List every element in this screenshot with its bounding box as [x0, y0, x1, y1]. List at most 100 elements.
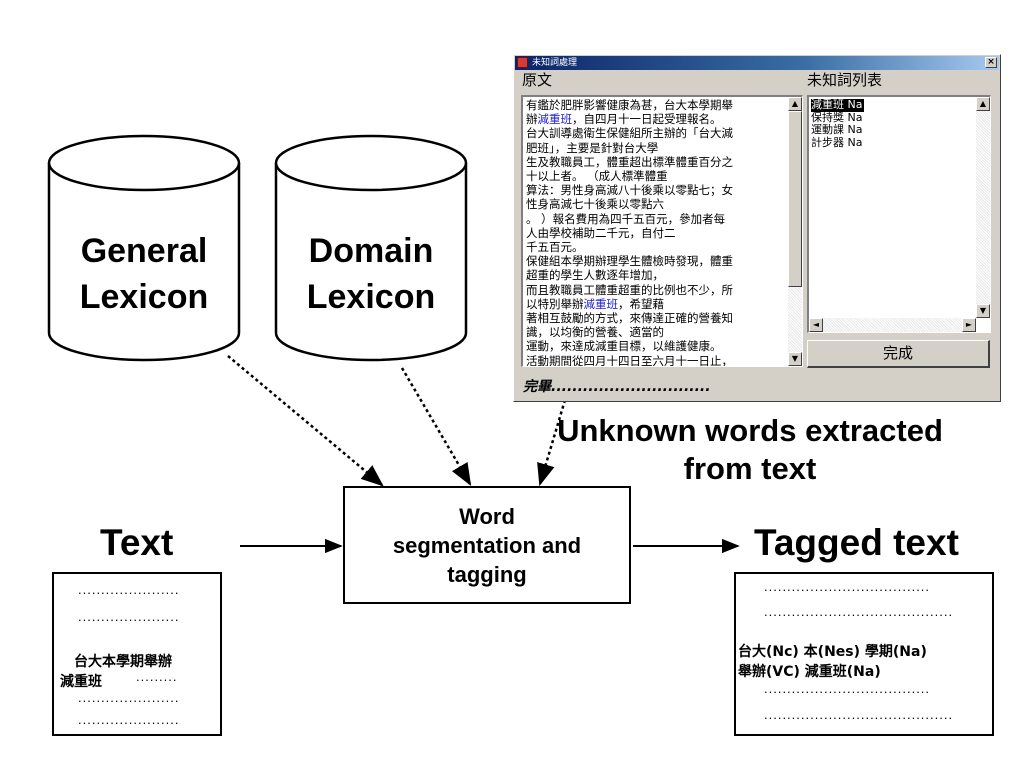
source-text-line: 有鑑於肥胖影響健康為甚，台大本學期舉	[526, 98, 788, 112]
unknown-word-tag: Na	[844, 98, 863, 111]
unknown-word-tag: Na	[844, 110, 863, 124]
source-text-line: 辦減重班，自四月十一日起受理報名。	[526, 112, 788, 126]
source-text-line: 。 ）報名費用為四千五百元，參加者每	[526, 212, 788, 226]
text-segment: 以特別舉辦	[526, 296, 584, 311]
text-doc-dots-4: ......................	[78, 712, 180, 727]
text-doc-dots-2: ......................	[78, 609, 180, 624]
unknown-word-item[interactable]: 保持獎 Na	[811, 110, 863, 125]
text-segment: 運動，來達成減重目標，以維護健康。	[526, 339, 722, 354]
source-text-line: 保健組本學期辦理學生體檢時發現，體重	[526, 254, 788, 268]
text-segment: ，自四月十一日起受理報名。	[572, 112, 722, 127]
app-icon	[517, 57, 528, 68]
scroll-up-button[interactable]: ▲	[788, 97, 802, 111]
source-text-line: 台大訓導處衛生保健組所主辦的「台大減	[526, 126, 788, 140]
domain-lexicon-cylinder	[274, 134, 468, 362]
source-text-line: 超重的學生人數逐年增加，	[526, 268, 788, 282]
source-text-line: 著相互鼓勵的方式，來傳達正確的營養知	[526, 311, 788, 325]
unknown-word: 運動課	[811, 123, 844, 136]
text-segment: 。 ）報名費用為四千五百元，參加者每	[526, 211, 726, 226]
source-text-line: 以特別舉辦減重班，希望藉	[526, 297, 788, 311]
text-segment: 識，以均衡的營養、適當的	[526, 325, 664, 340]
close-button[interactable]: ×	[985, 57, 997, 68]
text-segment: 人由學校補助二千元，自付二	[526, 225, 676, 240]
caption-line1: Unknown words extracted	[557, 413, 943, 448]
text-segment: 千五百元。	[526, 240, 584, 255]
text-segment: 活動期間從四月十四日至六月十一日止，	[526, 353, 733, 367]
source-text-line: 活動期間從四月十四日至六月十一日止，	[526, 353, 788, 367]
general-lexicon-label: General Lexicon	[44, 228, 244, 320]
unknown-word: 保持獎	[811, 110, 844, 124]
source-text-line: 運動，來達成減重目標，以維護健康。	[526, 339, 788, 353]
tagged-doc-dots-1: ....................................	[764, 579, 931, 594]
list-scroll-right-button[interactable]: ►	[962, 318, 976, 332]
scroll-down-button[interactable]: ▼	[788, 352, 802, 366]
source-text-line: 識，以均衡的營養、適當的	[526, 325, 788, 339]
general-lexicon-label-line2: Lexicon	[79, 278, 209, 316]
text-segment: 十以上者。 （成人標準體重	[526, 169, 668, 184]
general-lexicon-label-line1: General	[80, 232, 208, 270]
unknown-words-dotted-arrow	[537, 399, 567, 487]
source-text-line: 肥班」，主要是針對台大學	[526, 141, 788, 155]
text-segment: 有鑑於肥胖影響健康為甚，台大本學期舉	[526, 98, 733, 112]
domain-lexicon-label: Domain Lexicon	[271, 228, 471, 320]
unknown-word-tag: Na	[844, 123, 863, 136]
text-doc-cjk-line2: 減重班	[60, 674, 102, 690]
dialog-title: 未知詞處理	[532, 58, 578, 68]
source-text-line: 千五百元。	[526, 240, 788, 254]
list-horizontal-scrollbar[interactable]: ◄ ►	[809, 318, 976, 332]
source-text-pane[interactable]: 有鑑於肥胖影響健康為甚，台大本學期舉辦減重班，自四月十一日起受理報名。台大訓導處…	[521, 95, 803, 367]
unknown-word: 計步器	[811, 135, 844, 149]
source-text-line: 人由學校補助二千元，自付二	[526, 226, 788, 240]
tagged-doc-dots-2: ........................................…	[764, 604, 954, 619]
source-text-line: 而且教職員工體重超重的比例也不少，所	[526, 283, 788, 297]
text-segment: 台大訓導處衛生保健組所主辦的「台大減	[526, 126, 733, 141]
tagged-document: .................................... ...…	[734, 572, 994, 736]
text-vertical-scrollbar[interactable]: ▲ ▼	[788, 97, 802, 366]
tagged-doc-line2: 舉辦(VC) 減重班(Na)	[738, 664, 881, 680]
domain-lexicon-dotted-arrow	[400, 367, 472, 486]
list-scroll-left-button[interactable]: ◄	[809, 318, 823, 332]
tagged-doc-line1: 台大(Nc) 本(Nes) 學期(Na)	[738, 644, 927, 660]
segmentation-line2: segmentation and	[392, 532, 582, 558]
dialog-title-bar[interactable]: 未知詞處理 ×	[515, 56, 999, 70]
text-segment: 辦	[526, 112, 538, 127]
text-segment: 而且教職員工體重超重的比例也不少，所	[526, 282, 733, 297]
unknown-word-dialog: 未知詞處理 × 原文 未知詞列表 有鑑於肥胖影響健康為甚，台大本學期舉辦減重班，…	[513, 54, 1001, 402]
domain-lexicon-label-line2: Lexicon	[306, 278, 436, 316]
segmentation-tagging-box: Word segmentation and tagging	[343, 486, 631, 604]
general-lexicon-dotted-arrow	[227, 355, 384, 487]
text-title: Text	[100, 522, 174, 563]
list-scroll-down-button[interactable]: ▼	[976, 304, 990, 318]
unknown-words-caption: Unknown words extracted from text	[535, 412, 965, 488]
tagged-text-title: Tagged text	[754, 522, 959, 563]
list-pane-label: 未知詞列表	[807, 71, 883, 89]
text-segment: 超重的學生人數逐年增加，	[526, 268, 664, 283]
source-text-content: 有鑑於肥胖影響健康為甚，台大本學期舉辦減重班，自四月十一日起受理報名。台大訓導處…	[526, 98, 788, 367]
source-text-line: 生及教職員工，體重超出標準體重百分之	[526, 155, 788, 169]
tagged-doc-dots-3: ....................................	[764, 681, 931, 696]
text-pane-label: 原文	[522, 71, 553, 89]
text-segment: 保健組本學期辦理學生體檢時發現，體重	[526, 254, 733, 269]
unknown-word-item[interactable]: 減重班 Na	[811, 98, 865, 112]
scroll-thumb[interactable]	[788, 111, 802, 287]
segmentation-line3: tagging	[447, 561, 527, 587]
unknown-word-item[interactable]: 計步器 Na	[811, 135, 863, 150]
source-text-line: 十以上者。 （成人標準體重	[526, 169, 788, 183]
list-vertical-scrollbar[interactable]: ▲ ▼	[976, 97, 990, 318]
unknown-word: 減重班	[811, 98, 844, 111]
list-scroll-up-button[interactable]: ▲	[976, 97, 990, 111]
text-segment: 算法：男性身高減八十後乘以零點七；女	[526, 183, 733, 198]
segmentation-line1: Word	[459, 503, 515, 529]
text-segment: 著相互鼓勵的方式，來傳達正確的營養知	[526, 311, 733, 326]
source-text-line: 算法：男性身高減八十後乘以零點七；女	[526, 183, 788, 197]
text-doc-dots-3: ......................	[78, 690, 180, 705]
caption-line2: from text	[683, 451, 817, 486]
source-text-line: 性身高減七十後乘以零點六	[526, 197, 788, 211]
text-doc-cjk-line1: 台大本學期舉辦	[74, 654, 172, 670]
unknown-word-tag: Na	[844, 135, 863, 149]
status-text: 完畢..............................	[523, 379, 711, 395]
unknown-word-item[interactable]: 運動課 Na	[811, 123, 863, 137]
done-button[interactable]: 完成	[807, 340, 990, 368]
